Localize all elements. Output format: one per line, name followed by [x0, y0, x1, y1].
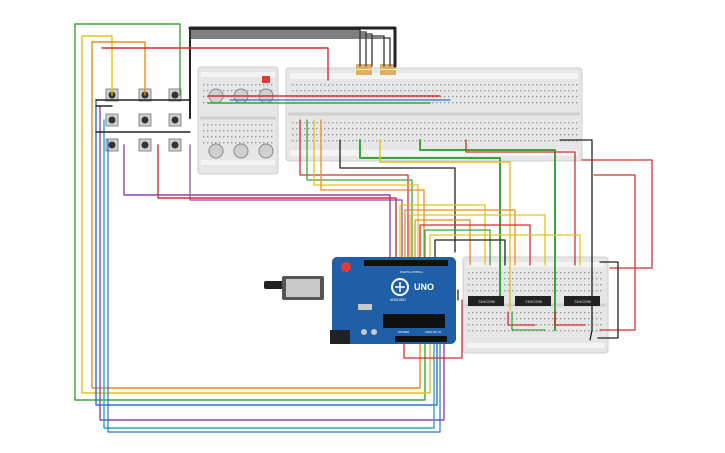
push-button-matrix [105, 88, 182, 152]
breadboard-main [285, 67, 583, 162]
chip-label: 74HC595 [478, 299, 496, 304]
push-button [168, 88, 182, 102]
shift-register-chip: 74HC595 [564, 296, 600, 306]
arduino-power-label: POWER [398, 330, 410, 334]
arduino-digital-label: DIGITAL (PWM~) [400, 270, 423, 274]
shift-register-chip: 74HC595 [515, 296, 551, 306]
chip-label: 74HC595 [574, 299, 592, 304]
breadboard-holes [203, 84, 602, 332]
resistor-row [356, 64, 396, 75]
push-button [105, 138, 119, 152]
arduino-analog-label: ANALOG IN [425, 330, 441, 334]
push-button [168, 113, 182, 127]
push-button [138, 113, 152, 127]
wires [74, 23, 653, 433]
shift-register-chip: 74HC595 [468, 296, 504, 306]
arduino-uno-board: UNO ARDUINO DIGITAL (PWM~) POWER ANALOG … [264, 257, 456, 344]
push-button [105, 113, 119, 127]
push-button [168, 138, 182, 152]
arduino-brand-text: ARDUINO [390, 298, 406, 302]
arduino-logo-text: UNO [414, 282, 434, 292]
push-button [138, 138, 152, 152]
chip-label: 74HC595 [525, 299, 543, 304]
